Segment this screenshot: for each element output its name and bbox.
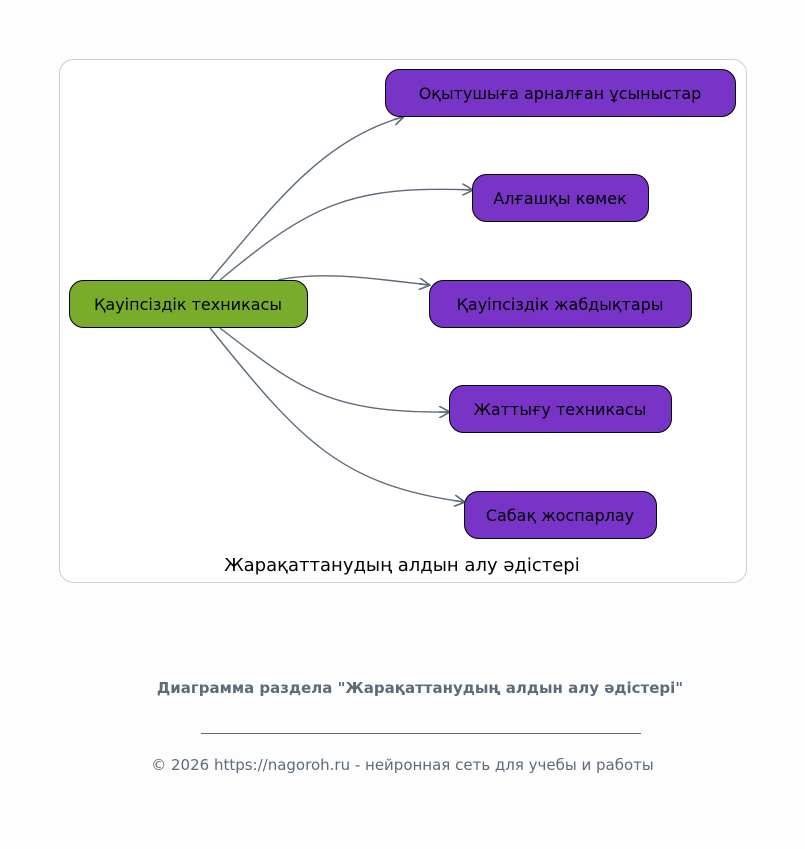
edge — [277, 275, 429, 285]
cluster-label: Жарақаттанудың алдын алу әдістері — [224, 555, 579, 576]
diagram-caption: Диаграмма раздела "Жарақаттанудың алдын … — [156, 679, 684, 697]
divider — [201, 733, 641, 734]
edge — [209, 117, 403, 281]
node-label: Оқытушыға арналған ұсыныстар — [419, 84, 702, 103]
edge — [209, 327, 464, 502]
diagram: Жарақаттанудың алдын алу әдістері Қауіпс… — [59, 59, 747, 583]
node-child[interactable]: Сабақ жоспарлау — [464, 491, 657, 539]
edge — [219, 189, 472, 281]
node-root[interactable]: Қауіпсіздік техникасы — [69, 280, 308, 328]
node-label: Қауіпсіздік жабдықтары — [457, 295, 664, 314]
node-child[interactable]: Қауіпсіздік жабдықтары — [429, 280, 692, 328]
node-label: Сабақ жоспарлау — [486, 506, 634, 525]
node-child[interactable]: Алғашқы көмек — [472, 174, 649, 222]
node-label: Жаттығу техникасы — [474, 400, 647, 419]
node-child[interactable]: Оқытушыға арналған ұсыныстар — [385, 69, 736, 117]
copyright: © 2026 https://nagoroh.ru - нейронная се… — [151, 756, 654, 774]
node-child[interactable]: Жаттығу техникасы — [449, 385, 672, 433]
edge — [219, 327, 449, 412]
node-label: Қауіпсіздік техникасы — [94, 295, 282, 314]
node-label: Алғашқы көмек — [493, 189, 627, 208]
